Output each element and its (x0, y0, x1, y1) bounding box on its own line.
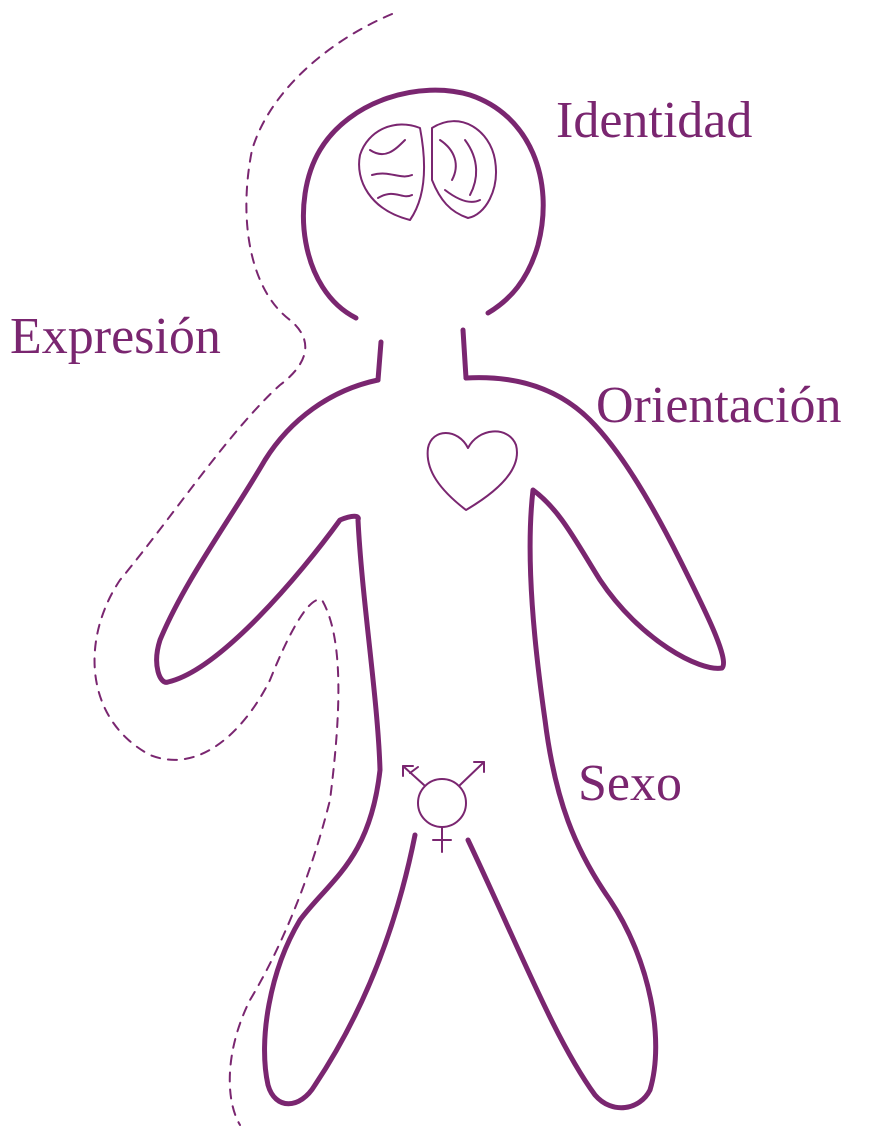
body-neck-right (463, 330, 466, 378)
label-identity: Identidad (556, 92, 752, 149)
body-right-side-outline (466, 378, 724, 1108)
heart-icon (428, 431, 517, 510)
label-expression: Expresión (10, 308, 221, 365)
body-neck-left (378, 342, 381, 380)
label-sex: Sexo (578, 755, 682, 812)
label-orientation: Orientación (596, 377, 841, 434)
expression-dashed-outline (95, 14, 392, 1125)
brain-icon (359, 121, 496, 220)
body-left-side-outline (157, 380, 415, 1104)
body-head-outline (303, 90, 543, 318)
